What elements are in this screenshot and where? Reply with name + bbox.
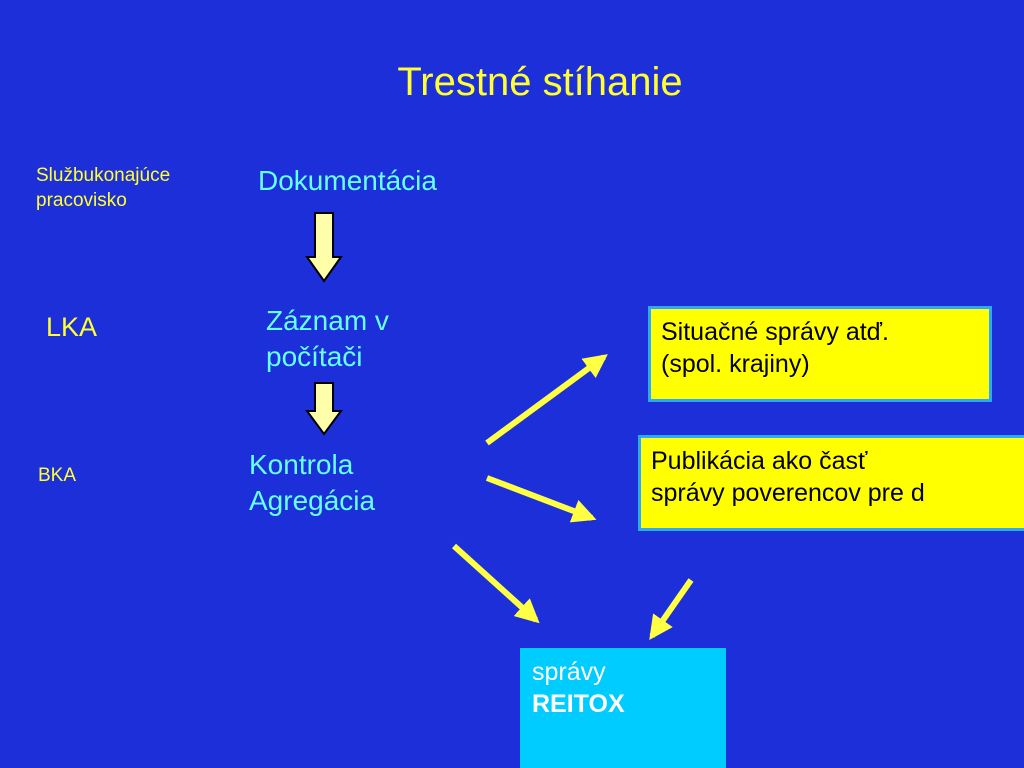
box-situacne-line2: (spol. krajiny) (661, 350, 810, 378)
label-sluzbukonajuce-line2: pracovisko (36, 190, 127, 211)
node-zaznam-line1: Záznam v (266, 305, 389, 336)
down-arrow-2 (305, 382, 343, 436)
box-publikacia: Publikácia ako časť správy poverencov pr… (638, 435, 1024, 531)
node-kontrola-line1: Kontrola (249, 449, 354, 480)
label-bka: BKA (38, 465, 77, 486)
arrow-kontrola-to-spravy (451, 543, 540, 624)
page-title: Trestné stíhanie (397, 60, 683, 104)
node-zaznam-line2: počítači (266, 341, 363, 372)
label-lka: LKA (46, 312, 98, 342)
box-situacne-line1: Situačné správy atď. (661, 318, 889, 346)
label-sluzbukonajuce: Službukonajúce pracovisko (36, 163, 170, 213)
box-situacne-spravy: Situačné správy atď. (spol. krajiny) (648, 306, 992, 402)
node-kontrola: Kontrola Agregácia (249, 447, 375, 519)
arrow-to-situacne (485, 354, 608, 446)
node-zaznam: Záznam v počítači (266, 303, 389, 375)
box-spravy-line2: REITOX (532, 690, 625, 718)
node-dokumentacia: Dokumentácia (258, 165, 437, 196)
down-arrow-1 (305, 212, 343, 283)
arrow-to-publikacia (485, 475, 597, 523)
label-sluzbukonajuce-line1: Službukonajúce (36, 165, 171, 186)
box-spravy-reitox: správy REITOX (520, 648, 726, 768)
box-publikacia-line1: Publikácia ako časť (651, 447, 868, 475)
box-spravy-line1: správy (532, 658, 606, 686)
box-publikacia-line2: správy poverencov pre d (651, 479, 925, 507)
node-kontrola-line2: Agregácia (249, 485, 376, 516)
arrow-publikacia-to-spravy (649, 578, 694, 640)
